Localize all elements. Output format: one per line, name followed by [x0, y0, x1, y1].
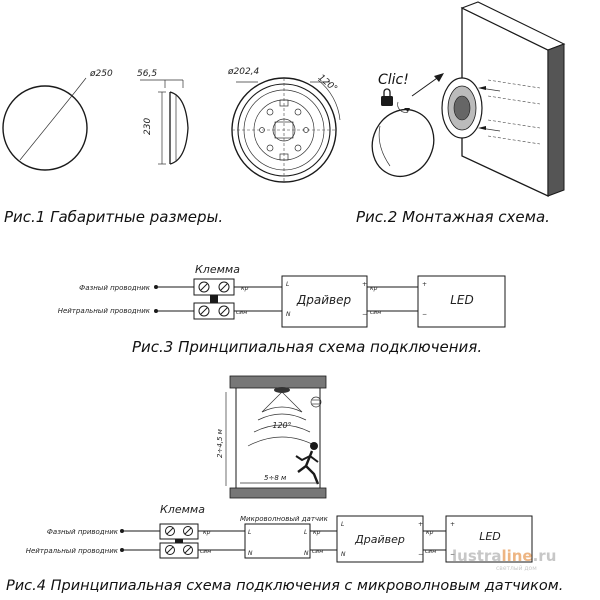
fig3-driver-pin-n: N [286, 311, 291, 318]
ceiling-lamp [274, 387, 290, 393]
fig4-terminal-label: Клемма [160, 503, 205, 516]
fig4-led-label: LED [479, 530, 501, 543]
fig4-range-label: 5÷8 м [264, 474, 287, 482]
lamp-shade [371, 109, 435, 177]
fig3-led-box [417, 275, 506, 328]
fig4-term-sin-2: син [312, 548, 323, 555]
lamp-side-profile: 56,5 230 [137, 69, 189, 165]
fig4-driver-pin-l: L [341, 521, 344, 528]
wall-side [547, 43, 565, 197]
fig4-sensor-box [244, 523, 311, 559]
fig3-led-pin-minus: − [422, 311, 427, 318]
fig4-term-sin-3: син [425, 548, 436, 555]
fig3-term-kp-2: кр [370, 285, 378, 292]
lock-icon [381, 96, 393, 106]
fig3-term-sin-2: син [370, 309, 381, 316]
watermark-tagline: светлый дом [496, 565, 537, 572]
fig4-caption: Рис.4 Принципиальная схема подключения с… [6, 578, 563, 594]
fig3-neutral-wire-label: Нейтральный проводник [58, 307, 151, 315]
fig3-driver-pin-plus: + [362, 281, 367, 288]
fig4-term-kp-1: кр [203, 529, 211, 536]
fig4-term-sin-1: син [200, 548, 211, 555]
dim-diameter-label: ø250 [89, 69, 113, 79]
click-label: Clic! [378, 72, 409, 88]
fig4-driver-box [336, 515, 424, 563]
fig4-led-box [445, 515, 533, 563]
fig4-height-label: 2÷4,5 м [216, 428, 224, 458]
fig2-caption: Рис.2 Монтажная схема. [356, 208, 550, 226]
sensor-icon [310, 396, 322, 408]
fig3-led-pin-plus: + [422, 281, 427, 288]
fig4-sensor-pin-n: N [248, 550, 253, 557]
fig3-driver-box [281, 275, 368, 328]
fig4-sensor-label: Микроволновый датчик [240, 515, 329, 523]
fig4-driver-label: Драйвер [354, 533, 405, 546]
fig4-sensor-out-l: L [304, 529, 307, 536]
dim-depth-label: 56,5 [137, 69, 157, 79]
lamp-mount-view: ø202,4 120° [227, 67, 341, 183]
fig4-term-kp-2: кр [313, 529, 321, 536]
diameter-leader [19, 91, 76, 161]
mount-arrow [411, 75, 441, 97]
fig3-term-sin-1: син [236, 309, 247, 316]
fig4-term-kp-3: кр [426, 529, 434, 536]
fig4-sensor-out-n: N [304, 550, 309, 557]
fig3-led-label: LED [450, 293, 474, 307]
fig3-driver-pin-minus: − [362, 311, 367, 318]
fig3-driver-pin-l: L [286, 281, 289, 288]
fig4-driver-pin-minus: − [418, 551, 423, 558]
fig4-led-pin-minus: − [450, 551, 455, 558]
fig3-terminal-label: Клемма [195, 263, 240, 276]
dim-mount-diameter-label: ø202,4 [227, 67, 260, 77]
watermark-logo: lustraline.ru светлый дом [452, 547, 556, 572]
fig4-driver-pin-n: N [341, 551, 346, 558]
fig4-led-pin-plus: + [450, 521, 455, 528]
fig3-term-kp-1: кр [241, 285, 249, 292]
fig3-terminal-block [193, 278, 235, 320]
dim-height-label: 230 [143, 118, 153, 135]
fig1-caption: Рис.1 Габаритные размеры. [4, 208, 223, 226]
ceiling [229, 375, 327, 389]
fig1-dimensions: ø250 56,5 230 [2, 67, 341, 226]
lamp-front-circle [2, 85, 88, 171]
fig4-terminal-block [159, 523, 199, 559]
fig4-driver-pin-plus: + [418, 521, 423, 528]
fig4-sensor-pin-l: L [248, 529, 251, 536]
fig3-driver-label: Драйвер [296, 293, 352, 307]
fig4-neutral-wire-label: Нейтральный проводник [26, 547, 119, 555]
fig3-caption: Рис.3 Принципиальная схема подключения. [132, 338, 482, 356]
fig2-mounting: Clic! Рис.2 Монтажная схема. [356, 1, 566, 226]
screw-line-1 [487, 79, 541, 89]
fig4-wiring: Клемма Фазный приводник Нейтральный пров… [26, 503, 533, 563]
walking-person-icon [295, 442, 320, 485]
fig3-phase-wire-label: Фазный проводник [79, 284, 151, 292]
fig4-angle-label: 120° [272, 421, 291, 430]
fig3-wiring: Клемма Фазный проводник Нейтральный пров… [58, 263, 506, 356]
watermark-brand: lustraline.ru [452, 547, 556, 565]
fig4-phase-wire-label: Фазный приводник [47, 528, 119, 536]
fig4-room-diagram: 120° 2÷4,5 м 5÷8 м [216, 375, 327, 499]
floor [229, 487, 327, 499]
